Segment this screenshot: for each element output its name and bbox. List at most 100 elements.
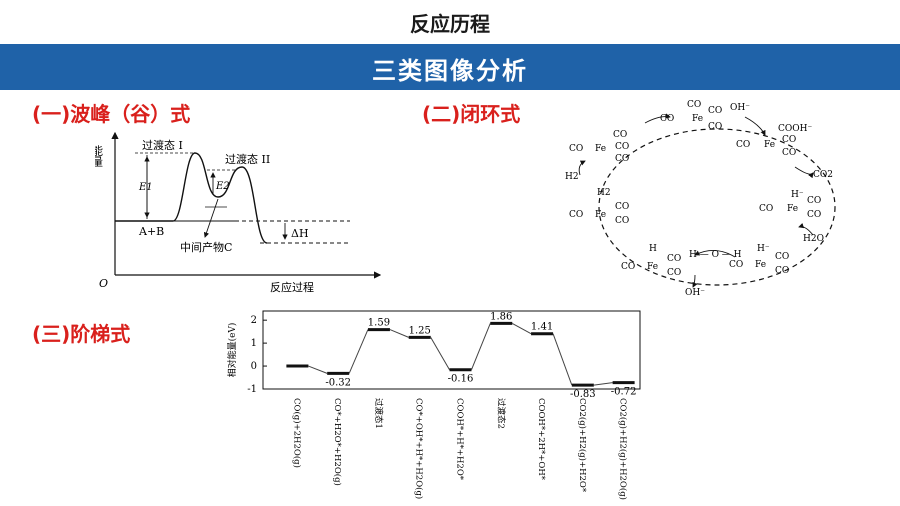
svg-text:Fe: Fe: [595, 210, 606, 220]
co2-label: CO2: [813, 170, 833, 180]
svg-text:CO: CO: [736, 140, 750, 150]
cycle-loop: [598, 128, 836, 286]
ts1-label: 过渡态 I: [142, 138, 183, 152]
reactant-label: A+B: [138, 225, 164, 238]
water-label: H — O — H: [689, 250, 742, 260]
svg-text:CO: CO: [621, 262, 635, 272]
wave-diagram: 能量 O 反应过程 E1 E2 ΔH 过渡态 I 过渡态 II A+B 中间产物…: [95, 131, 382, 294]
step-connector: [593, 382, 613, 386]
step-ytick-label: 2: [251, 315, 257, 326]
svg-text:H⁻: H⁻: [757, 244, 770, 254]
section-step-label: (三)阶梯式: [32, 322, 131, 346]
svg-text:CO: CO: [615, 154, 629, 164]
step-ytick-label: 0: [251, 361, 257, 372]
complex-top: CO Fe CO CO CO: [660, 100, 722, 132]
page-title: 反应历程: [410, 12, 490, 36]
step-connector: [552, 333, 573, 386]
e1-label: E1: [138, 182, 153, 193]
banner: 三类图像分析: [0, 44, 900, 90]
wave-y-label: 能量: [95, 144, 104, 167]
step-value-label: 1.59: [368, 318, 390, 329]
svg-text:CO: CO: [615, 216, 629, 226]
complex-upper-right: CO Fe COOH⁻ CO CO: [736, 124, 812, 158]
step-x-label: 过渡态1: [373, 398, 384, 429]
step-ytick-label: -1: [247, 384, 257, 395]
step-y-label: 相对能量(eV): [226, 323, 238, 378]
step-x-label: CO2(g)+H2(g)+H2O*: [577, 398, 588, 493]
svg-text:Fe: Fe: [755, 260, 766, 270]
step-connector: [389, 329, 409, 338]
svg-text:CO: CO: [660, 114, 674, 124]
h2-label-left: H2: [565, 172, 579, 182]
step-value-label: -0.16: [448, 374, 474, 385]
svg-text:Fe: Fe: [787, 204, 798, 214]
step-chart: 相对能量(eV) 2 1 0 -1 CO(g)+2H2O(g) -0.32CO*+H2O*…: [226, 310, 641, 500]
intermediate-label: 中间产物C: [180, 240, 232, 254]
oh-label-top: OH⁻: [730, 103, 750, 113]
wave-origin: O: [99, 277, 108, 290]
svg-text:CO: CO: [708, 106, 722, 116]
svg-text:CO: CO: [759, 204, 773, 214]
step-connector: [471, 323, 491, 370]
svg-text:CO: CO: [667, 254, 681, 264]
svg-text:CO: CO: [708, 122, 722, 132]
energy-curve: [115, 152, 268, 244]
wave-x-label: 反应过程: [270, 280, 314, 294]
svg-text:Fe: Fe: [647, 262, 658, 272]
svg-text:COOH⁻: COOH⁻: [778, 124, 812, 134]
step-value-label: 1.25: [409, 325, 431, 336]
svg-text:CO: CO: [782, 148, 796, 158]
svg-text:CO: CO: [807, 210, 821, 220]
complex-left: CO Fe H2 CO CO: [569, 188, 629, 226]
step-x-label: CO2(g)+H2(g)+H2O(g): [618, 398, 629, 500]
e2-label: E2: [215, 181, 230, 192]
step-connector: [308, 365, 328, 374]
svg-text:CO: CO: [615, 142, 629, 152]
svg-text:CO: CO: [775, 266, 789, 276]
svg-text:CO: CO: [613, 130, 627, 140]
complex-upper-left: CO Fe CO CO CO: [569, 130, 629, 164]
svg-text:CO: CO: [667, 268, 681, 278]
step-value-label: 1.86: [490, 311, 512, 322]
svg-text:CO: CO: [807, 196, 821, 206]
svg-text:H: H: [649, 244, 657, 254]
step-x-label: 过渡态2: [495, 398, 506, 429]
complex-lower-right: CO Fe H⁻ CO CO: [729, 244, 789, 276]
step-value-label: -0.83: [570, 389, 596, 400]
svg-text:Fe: Fe: [692, 114, 703, 124]
svg-text:CO: CO: [782, 135, 796, 145]
svg-text:CO: CO: [569, 144, 583, 154]
section-closed-label: (二)闭环式: [422, 102, 521, 126]
h2o-label-right: H2O: [803, 234, 824, 244]
complex-lower-left: CO Fe H CO CO: [621, 244, 681, 278]
svg-text:Fe: Fe: [595, 144, 606, 154]
svg-text:H2: H2: [597, 188, 611, 198]
svg-text:CO: CO: [687, 100, 701, 110]
step-connector: [512, 322, 532, 335]
step-x-label: COOH*+H*+H2O*: [455, 398, 465, 481]
svg-text:CO: CO: [775, 252, 789, 262]
svg-text:CO: CO: [615, 202, 629, 212]
dh-label: ΔH: [291, 227, 309, 240]
step-x-label: CO(g)+2H2O(g): [291, 398, 302, 468]
section-wave-label: (一)波峰（谷）式: [32, 102, 191, 126]
oh-label-bottom: OH⁻: [685, 288, 705, 298]
svg-text:Fe: Fe: [764, 140, 775, 150]
step-value-label: 1.41: [531, 322, 553, 333]
step-connector: [430, 337, 450, 370]
step-x-label: COOH*+2H*+OH*: [536, 398, 546, 481]
ts2-label: 过渡态 II: [225, 152, 270, 166]
step-plot-frame: [262, 310, 641, 390]
step-value-label: -0.72: [611, 387, 637, 398]
cycle-diagram: CO Fe CO CO CO OH⁻ CO Fe COOH⁻ CO CO CO2…: [565, 100, 836, 298]
step-ytick-label: 1: [251, 338, 257, 349]
svg-text:H⁻: H⁻: [791, 190, 804, 200]
svg-text:CO: CO: [569, 210, 583, 220]
step-x-label: CO*+H2O*+H2O(g): [332, 398, 343, 486]
banner-title: 三类图像分析: [372, 57, 528, 85]
svg-text:CO: CO: [729, 260, 743, 270]
complex-right: CO Fe H⁻ CO CO: [759, 190, 821, 220]
step-connector: [348, 329, 369, 374]
step-x-label: CO*+OH*+H*+H2O(g): [414, 398, 425, 499]
step-value-label: -0.32: [325, 377, 351, 388]
